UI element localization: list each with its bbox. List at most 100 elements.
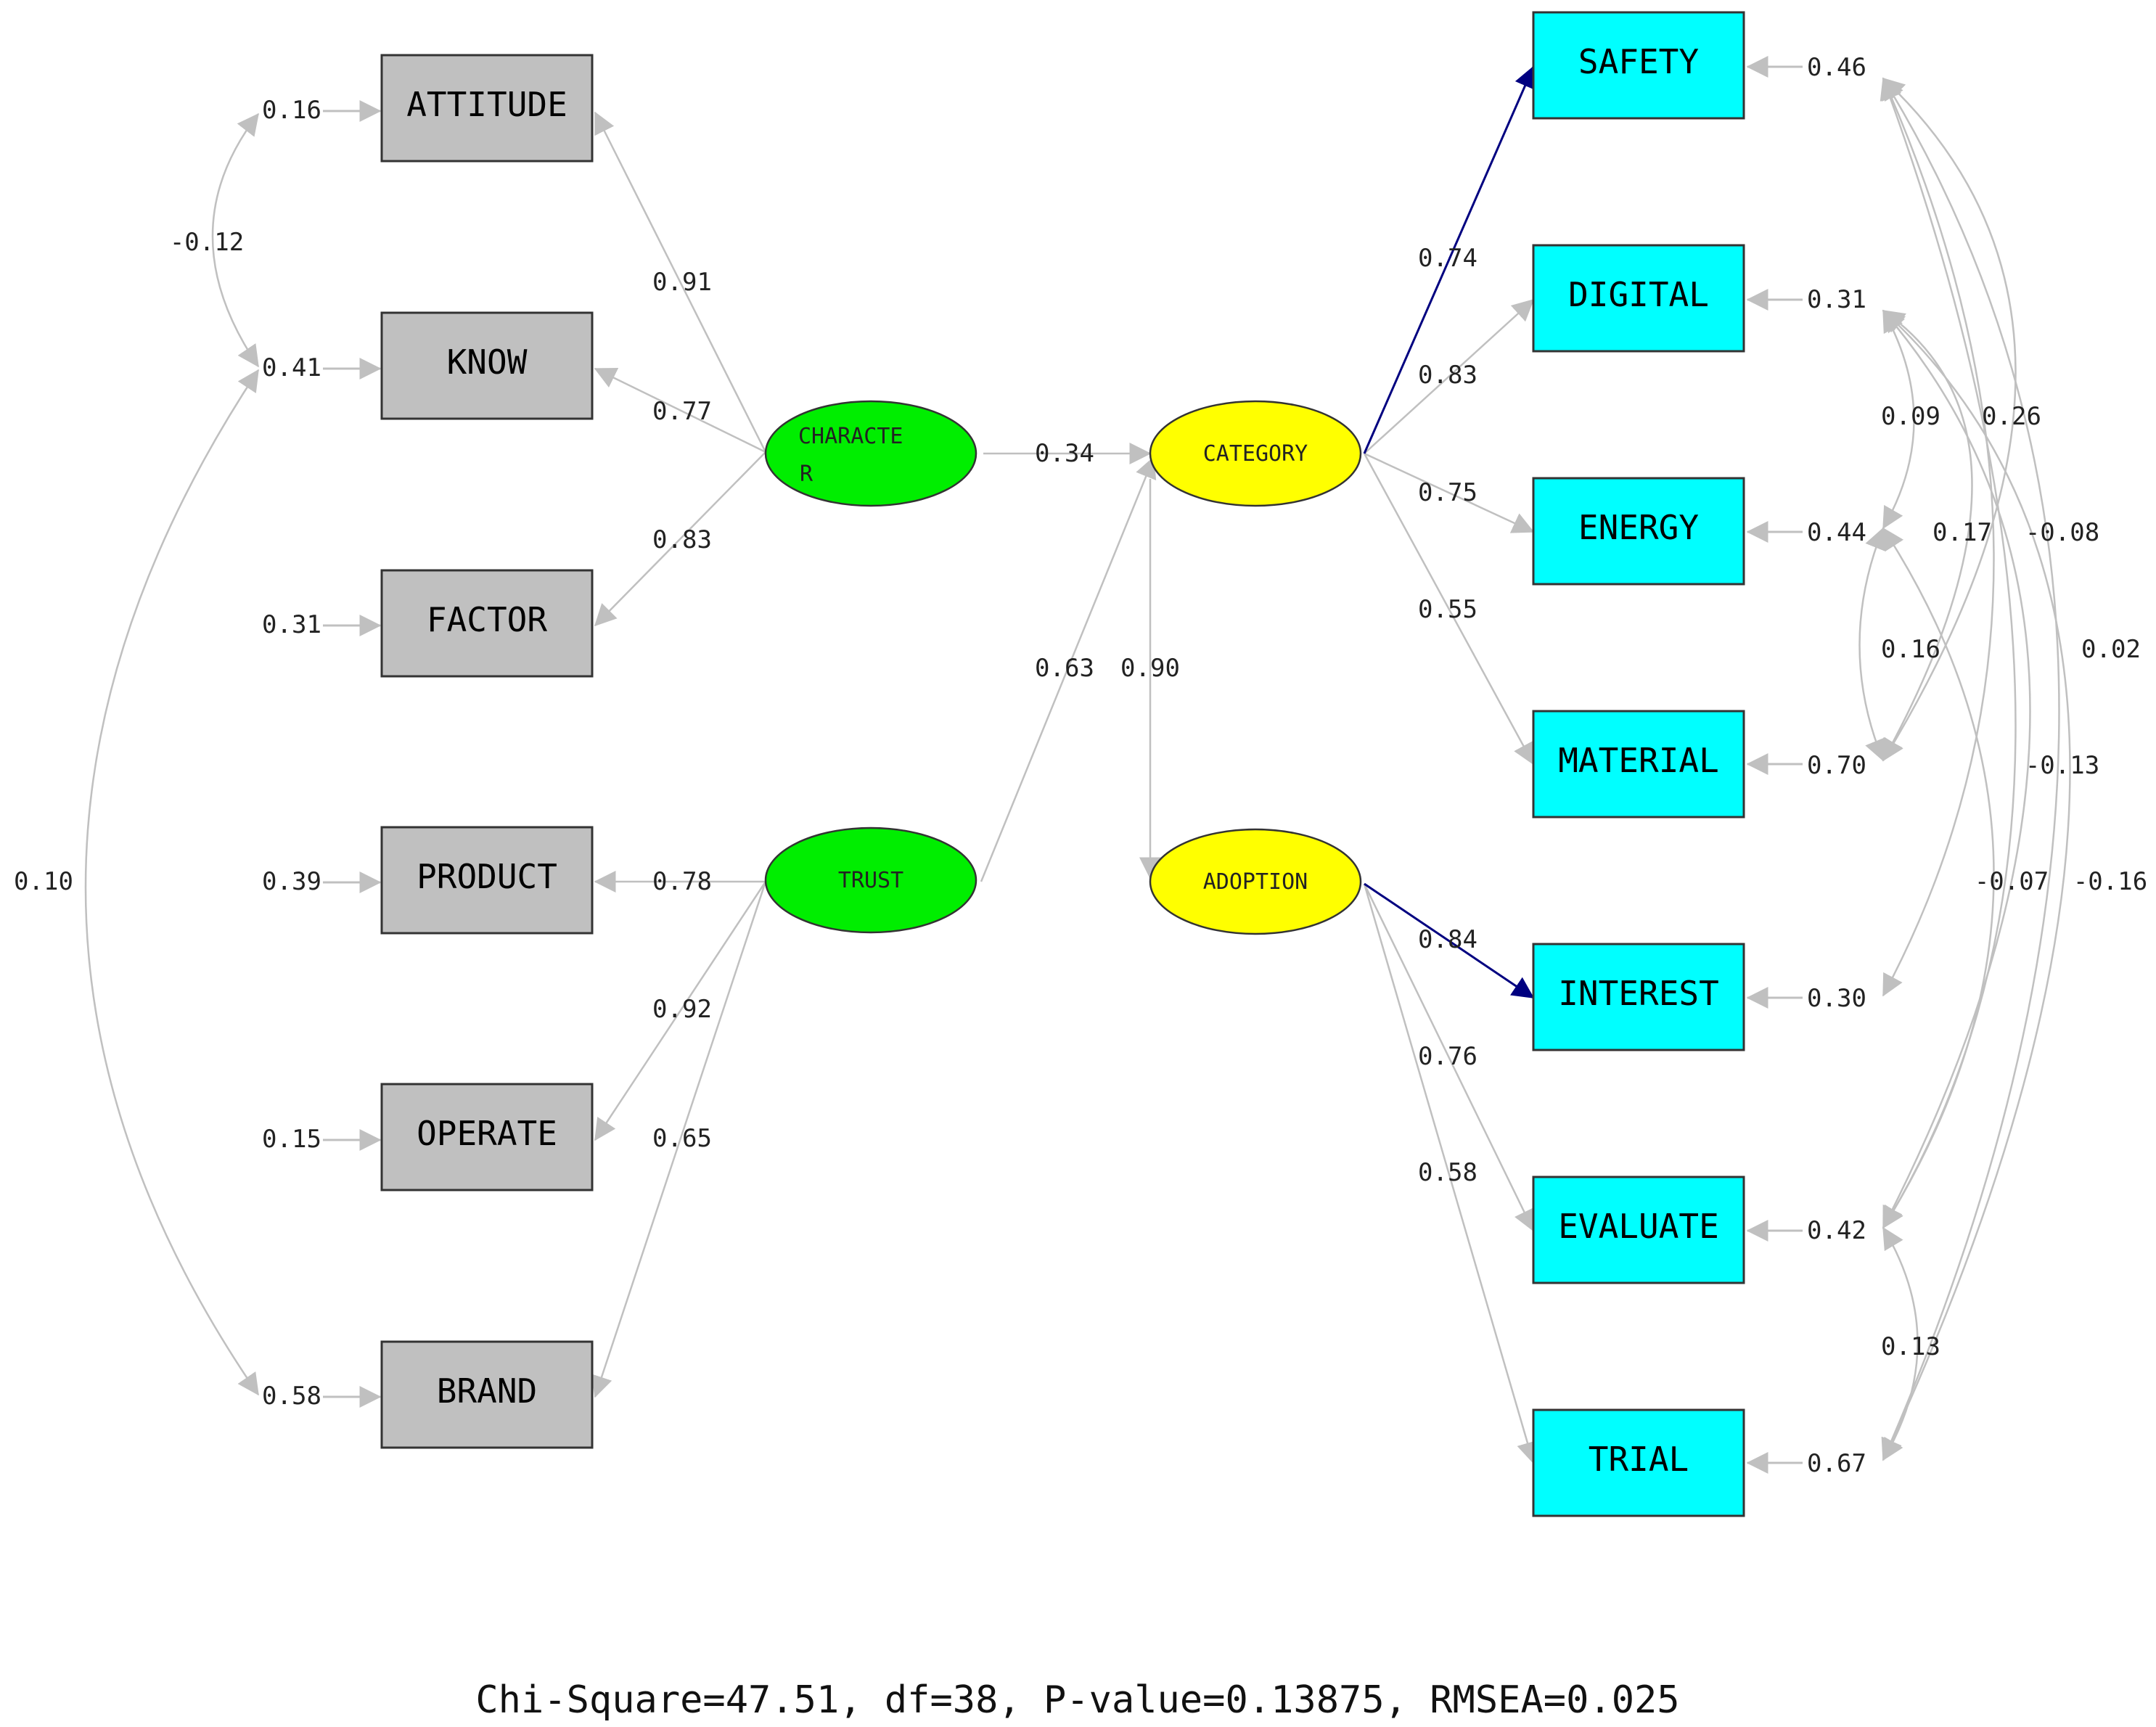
- cov-attitude-know: [211, 112, 260, 368]
- cov-safety-material: [1882, 77, 2017, 762]
- observed-product[interactable]: PRODUCT: [380, 826, 594, 935]
- latent-character[interactable]: CHARACTE R: [764, 400, 977, 507]
- latent-label: CHARACTE: [798, 424, 903, 449]
- path-adoption-trial: [1363, 883, 1538, 1464]
- path-character-factor: [594, 451, 766, 627]
- observed-label: MATERIAL: [1558, 741, 1719, 780]
- cov-know-brand: [84, 369, 260, 1396]
- observed-label: ENERGY: [1578, 508, 1699, 547]
- observed-factor[interactable]: FACTOR: [380, 569, 594, 678]
- error-value-digital: 0.31: [1807, 285, 1866, 314]
- path-adoption-evaluate: [1363, 883, 1535, 1232]
- error-value-trial: 0.67: [1807, 1449, 1866, 1478]
- path-trust-operate: [594, 881, 767, 1141]
- coef-adoption-interest: 0.84: [1418, 925, 1477, 954]
- observed-label: ATTITUDE: [406, 85, 567, 124]
- coef-category-material: 0.55: [1418, 595, 1477, 624]
- cov-value-digital-trial: -0.16: [2073, 867, 2147, 896]
- cov-safety-interest: [1881, 77, 1995, 997]
- path-adoption-interest: [1364, 882, 1535, 999]
- observed-material[interactable]: MATERIAL: [1532, 710, 1745, 819]
- error-value-energy: 0.44: [1807, 518, 1866, 547]
- error-value-product: 0.39: [262, 867, 321, 896]
- cov-value-safety-material: 0.26: [1982, 402, 2041, 431]
- coef-character-category: 0.34: [1035, 439, 1094, 468]
- coef-trust-brand: 0.65: [652, 1124, 712, 1153]
- observed-label: INTEREST: [1558, 974, 1719, 1013]
- error-value-evaluate: 0.42: [1807, 1216, 1866, 1245]
- cov-energy-material: [1858, 527, 1886, 762]
- observed-know[interactable]: KNOW: [380, 311, 594, 420]
- path-trust-brand: [591, 881, 767, 1398]
- error-value-brand: 0.58: [262, 1382, 321, 1411]
- observed-trial[interactable]: TRIAL: [1532, 1408, 1745, 1517]
- coef-category-safety: 0.74: [1418, 244, 1477, 273]
- observed-label: BRAND: [437, 1371, 537, 1411]
- cov-digital-material: [1882, 309, 1973, 762]
- fit-statistics: Chi-Square=47.51, df=38, P-value=0.13875…: [475, 1678, 1679, 1722]
- path-character-know: [594, 367, 766, 454]
- observed-digital[interactable]: DIGITAL: [1532, 244, 1745, 353]
- coef-adoption-trial: 0.58: [1418, 1158, 1477, 1187]
- path-category-energy: [1364, 452, 1535, 533]
- path-category-digital: [1364, 298, 1535, 454]
- path-character-attitude: [594, 111, 767, 453]
- path-category-safety: [1363, 65, 1536, 454]
- cov-value-attitude-know: -0.12: [170, 228, 244, 257]
- cov-value-know-brand: 0.10: [14, 867, 73, 896]
- cov-energy-evaluate: [1882, 527, 1995, 1229]
- observed-interest[interactable]: INTEREST: [1532, 943, 1745, 1051]
- latent-label: TRUST: [838, 868, 903, 893]
- observed-evaluate[interactable]: EVALUATE: [1532, 1176, 1745, 1284]
- path-trust-category: [980, 456, 1157, 882]
- observed-operate[interactable]: OPERATE: [380, 1083, 594, 1191]
- latent-category[interactable]: CATEGORY: [1149, 400, 1362, 507]
- observed-label: OPERATE: [417, 1114, 557, 1153]
- latent-label: R: [800, 462, 813, 487]
- coef-trust-product: 0.78: [652, 867, 712, 896]
- error-value-operate: 0.15: [262, 1125, 321, 1154]
- observed-label: DIGITAL: [1568, 275, 1709, 314]
- coef-trust-category: 0.63: [1035, 654, 1094, 683]
- latent-label: CATEGORY: [1203, 441, 1308, 467]
- cov-digital-evaluate: [1882, 309, 2031, 1229]
- cov-value-energy-material: 0.16: [1881, 635, 1940, 664]
- observed-label: EVALUATE: [1558, 1207, 1719, 1246]
- error-value-safety: 0.46: [1807, 53, 1866, 82]
- cov-digital-trial: [1882, 309, 2071, 1461]
- cov-safety-trial: [1881, 77, 2060, 1461]
- cov-evaluate-trial: [1882, 1226, 1919, 1461]
- coef-character-know: 0.77: [652, 397, 712, 426]
- error-value-material: 0.70: [1807, 751, 1866, 780]
- cov-value-safety-trial: 0.02: [2081, 635, 2141, 664]
- path-category-material: [1363, 453, 1535, 766]
- observed-label: TRIAL: [1589, 1440, 1689, 1479]
- error-value-know: 0.41: [262, 353, 321, 382]
- cov-value-energy-evaluate: -0.07: [1975, 867, 2049, 896]
- error-value-interest: 0.30: [1807, 984, 1866, 1013]
- observed-brand[interactable]: BRAND: [380, 1340, 594, 1449]
- observed-safety[interactable]: SAFETY: [1532, 11, 1745, 120]
- observed-label: PRODUCT: [417, 857, 557, 896]
- coef-trust-operate: 0.92: [652, 995, 712, 1024]
- latent-label: ADOPTION: [1203, 869, 1308, 895]
- observed-energy[interactable]: ENERGY: [1532, 477, 1745, 586]
- error-value-attitude: 0.16: [262, 96, 321, 125]
- coef-adoption-evaluate: 0.76: [1418, 1042, 1477, 1071]
- coef-character-attitude: 0.91: [652, 268, 712, 297]
- observed-attitude[interactable]: ATTITUDE: [380, 54, 594, 163]
- observed-label: SAFETY: [1578, 42, 1699, 81]
- coef-category-energy: 0.75: [1418, 478, 1477, 507]
- error-value-factor: 0.31: [262, 610, 321, 639]
- coef-category-adoption: 0.90: [1120, 654, 1180, 683]
- latent-trust[interactable]: TRUST: [764, 826, 977, 934]
- latent-adoption[interactable]: ADOPTION: [1149, 828, 1362, 935]
- cov-value-digital-material: 0.17: [1932, 518, 1992, 547]
- cov-value-digital-evaluate: -0.08: [2025, 518, 2099, 547]
- observed-label: KNOW: [447, 342, 528, 382]
- coef-category-digital: 0.83: [1418, 361, 1477, 390]
- observed-label: FACTOR: [427, 600, 547, 639]
- cov-value-digital-energy: 0.09: [1881, 402, 1940, 431]
- cov-value-evaluate-trial: 0.13: [1881, 1332, 1940, 1361]
